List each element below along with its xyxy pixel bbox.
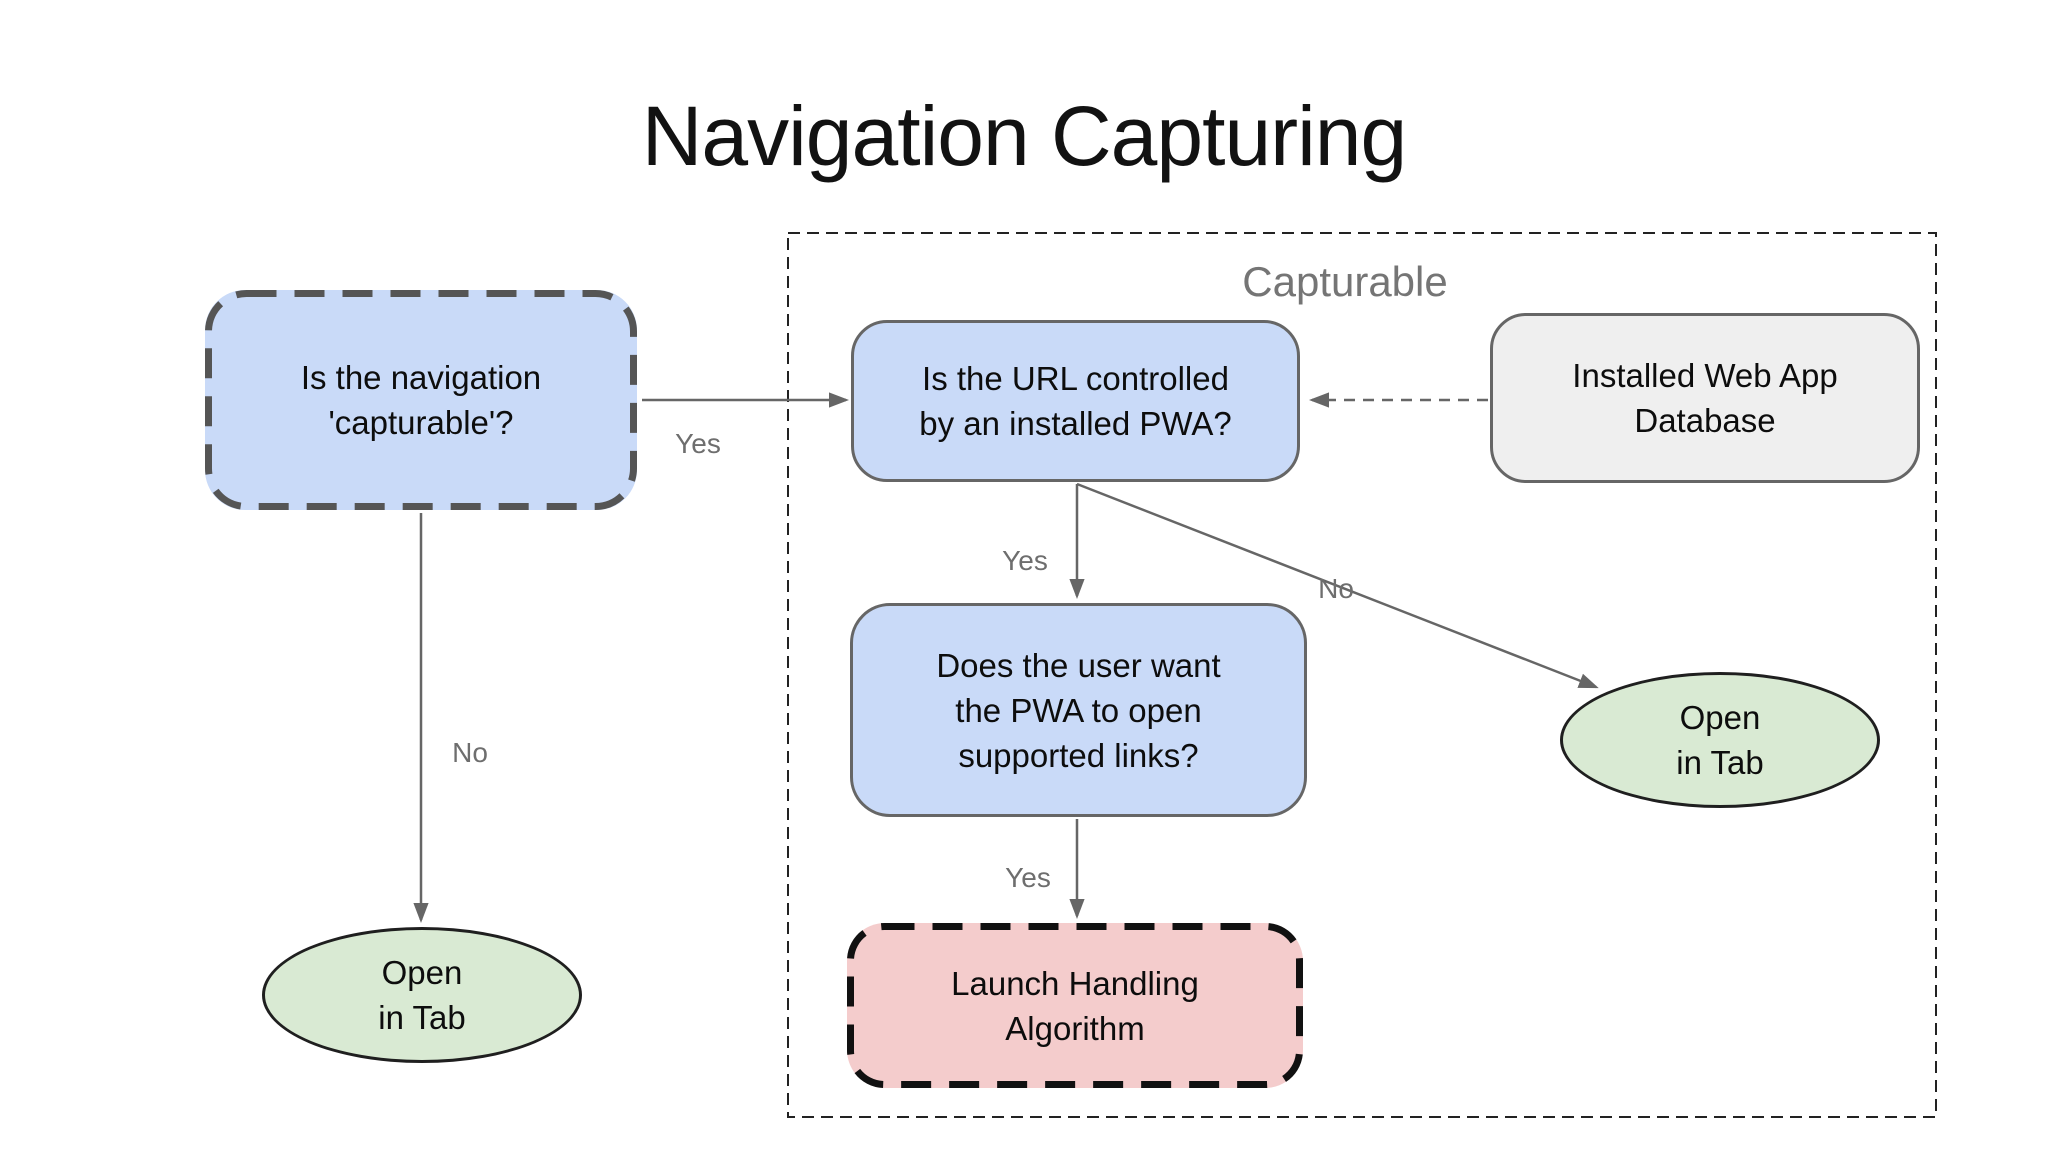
- node-text-line: Is the URL controlled: [922, 360, 1229, 397]
- node-is-navigation-capturable: Is the navigation 'capturable'?: [205, 290, 637, 510]
- node-open-in-tab-right: Open in Tab: [1560, 672, 1880, 808]
- node-text-line: the PWA to open: [955, 691, 1202, 729]
- edge-label-capturable-no: No: [452, 737, 488, 768]
- capturable-group-label: Capturable: [1242, 258, 1448, 305]
- node-text-line: supported links?: [958, 736, 1199, 774]
- node-does-user-want-pwa-links: Does the user want the PWA to open suppo…: [850, 603, 1307, 817]
- node-text-line: in Tab: [1676, 744, 1764, 781]
- node-installed-web-app-database: Installed Web App Database: [1490, 313, 1920, 483]
- node-text-line: Is the navigation: [300, 359, 542, 396]
- edge-label-capturable-yes: Yes: [675, 428, 721, 459]
- node-text-line: in Tab: [378, 999, 466, 1036]
- edge-label-url-no: No: [1318, 573, 1354, 604]
- node-text-line: Algorithm: [1005, 1009, 1145, 1047]
- node-is-url-controlled-by-pwa: Is the URL controlled by an installed PW…: [851, 320, 1300, 482]
- node-text-line: by an installed PWA?: [919, 405, 1232, 442]
- node-text-line: Open: [1679, 699, 1761, 736]
- edge-label-url-yes: Yes: [1002, 545, 1048, 576]
- node-launch-handling-algorithm: Launch Handling Algorithm: [847, 923, 1303, 1088]
- edge-label-user-yes: Yes: [1005, 862, 1051, 893]
- node-text-line: 'capturable'?: [328, 404, 514, 441]
- node-text-line: Database: [1634, 402, 1776, 439]
- page-title: Navigation Capturing: [641, 89, 1407, 183]
- node-text-line: Launch Handling: [951, 964, 1199, 1002]
- node-text-line: Open: [381, 954, 463, 991]
- node-text-line: Does the user want: [936, 646, 1221, 684]
- node-open-in-tab-left: Open in Tab: [262, 927, 582, 1063]
- node-text-line: Installed Web App: [1572, 357, 1838, 394]
